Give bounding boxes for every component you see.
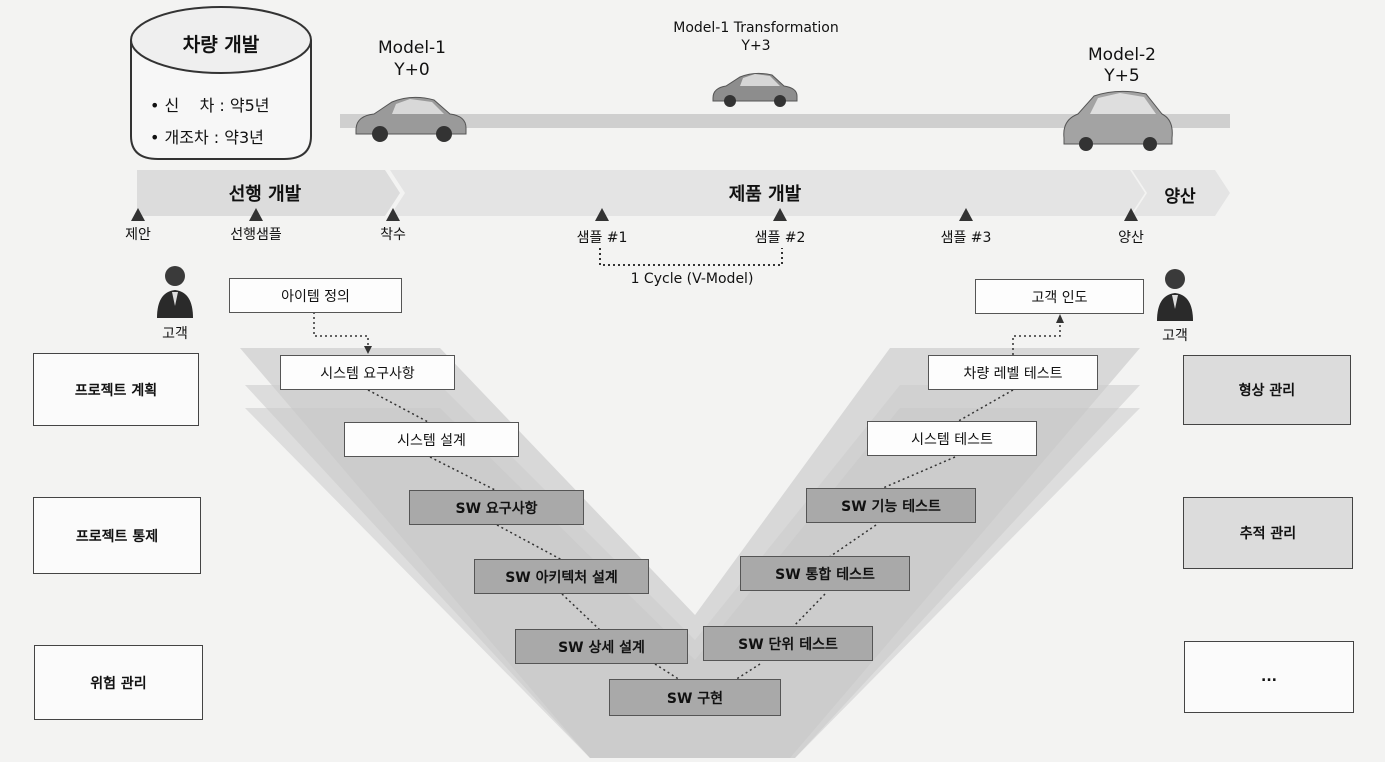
- customer-right-label: 고객: [1162, 328, 1188, 344]
- model1-year: Y+0: [394, 60, 430, 80]
- model2-name: Model-2: [1088, 45, 1156, 65]
- customer-right-icon: [1157, 269, 1193, 321]
- v-sw-architecture: SW 아키텍처 설계: [474, 559, 649, 594]
- model2-year: Y+5: [1104, 66, 1140, 86]
- milestone-kickoff: 착수: [380, 227, 406, 243]
- milestone-mass-prod: 양산: [1118, 230, 1144, 246]
- v-customer-delivery: 고객 인도: [975, 279, 1144, 314]
- model1t-year: Y+3: [741, 38, 771, 54]
- cycle-label: 1 Cycle (V-Model): [630, 271, 754, 287]
- car-model1-icon: [355, 96, 467, 142]
- milestone-proposal: 제안: [125, 227, 151, 243]
- phase-product-dev: 제품 개발: [728, 184, 802, 205]
- milestone-pre-sample: 선행샘플: [230, 227, 282, 243]
- mgmt-project-control: 프로젝트 통제: [33, 497, 201, 574]
- mgmt-project-planning: 프로젝트 계획: [33, 353, 199, 426]
- vehicle-dev-title: 차량 개발: [182, 34, 260, 56]
- v-sw-implementation: SW 구현: [609, 679, 781, 716]
- mgmt-more: ...: [1184, 641, 1354, 713]
- vehicle-dev-new: • 신 차 : 약5년: [150, 96, 270, 115]
- milestone-sample2: 샘플 #2: [754, 230, 806, 246]
- v-vehicle-test: 차량 레벨 테스트: [928, 355, 1098, 390]
- v-sw-requirements: SW 요구사항: [409, 490, 584, 525]
- mgmt-traceability: 추적 관리: [1183, 497, 1353, 569]
- v-sw-function-test: SW 기능 테스트: [806, 488, 976, 523]
- customer-left-label: 고객: [162, 326, 188, 342]
- car-model1t-icon: [712, 72, 798, 107]
- v-system-test: 시스템 테스트: [867, 421, 1037, 456]
- v-system-design: 시스템 설계: [344, 422, 519, 457]
- car-model2-icon: [1063, 90, 1173, 151]
- v-sw-integration-test: SW 통합 테스트: [740, 556, 910, 591]
- v-system-requirements: 시스템 요구사항: [280, 355, 455, 390]
- model1t-name: Model-1 Transformation: [673, 20, 839, 36]
- vehicle-dev-facelift: • 개조차 : 약3년: [150, 128, 264, 147]
- phase-pre-dev: 선행 개발: [228, 184, 302, 205]
- vehicle-dev-cylinder: [130, 6, 312, 160]
- model1-name: Model-1: [378, 38, 446, 58]
- phase-mass-prod: 양산: [1164, 187, 1196, 207]
- v-item-definition: 아이템 정의: [229, 278, 402, 313]
- mgmt-risk: 위험 관리: [34, 645, 203, 720]
- v-sw-unit-test: SW 단위 테스트: [703, 626, 873, 661]
- v-sw-detailed-design: SW 상세 설계: [515, 629, 688, 664]
- mgmt-configuration: 형상 관리: [1183, 355, 1351, 425]
- milestone-sample1: 샘플 #1: [576, 230, 628, 246]
- customer-left-icon: [157, 266, 193, 318]
- milestone-sample3: 샘플 #3: [940, 230, 992, 246]
